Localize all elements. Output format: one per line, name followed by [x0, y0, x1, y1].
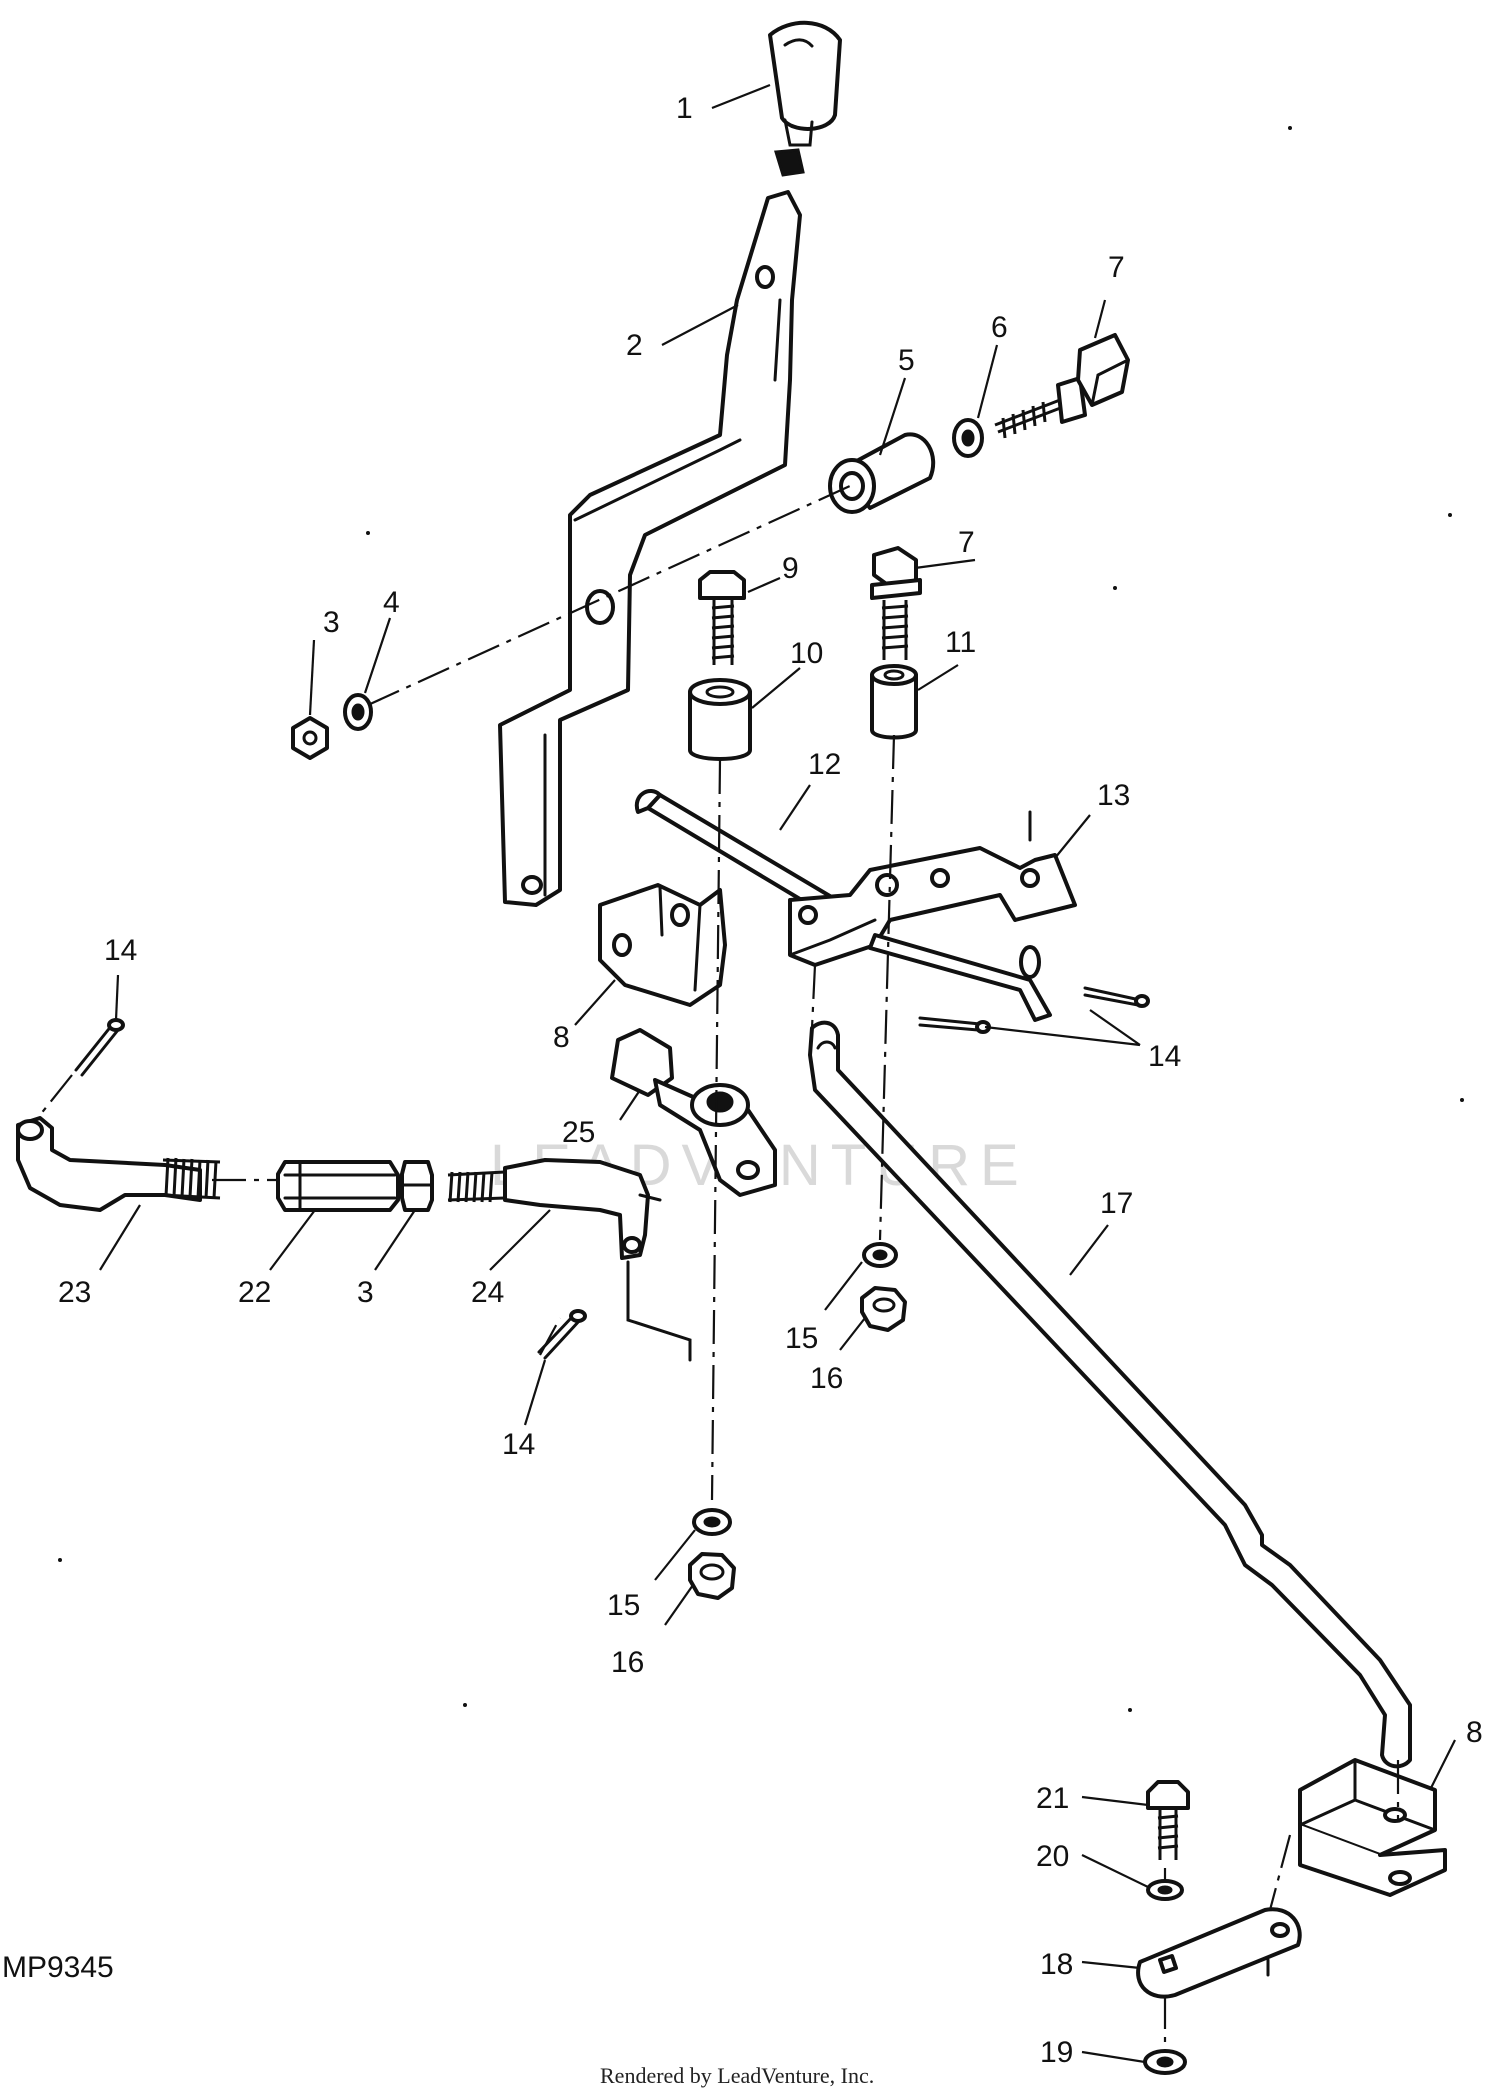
callout-9: 9 — [782, 552, 799, 585]
part-24-rod-end — [447, 1158, 692, 1362]
callout-6: 6 — [991, 311, 1008, 344]
callout-14-right: 14 — [1148, 1040, 1181, 1073]
callout-8-bottom: 8 — [1466, 1716, 1483, 1749]
callout-14-bottom: 14 — [502, 1428, 535, 1461]
callout-25: 25 — [562, 1116, 595, 1149]
part-11-spacer — [870, 664, 918, 740]
callout-15-center: 15 — [607, 1589, 640, 1622]
callout-1: 1 — [676, 92, 693, 125]
footer-credit: Rendered by LeadVenture, Inc. — [600, 2063, 874, 2088]
callout-labels: 1 2 3 4 5 6 7 7 9 10 11 12 13 8 14 14 14… — [58, 92, 1483, 2069]
part-13-bracket — [788, 810, 1077, 1022]
callout-2: 2 — [626, 329, 643, 362]
part-1-knob — [768, 20, 842, 177]
part-4-washer — [343, 693, 373, 731]
callout-5: 5 — [898, 344, 915, 377]
part-15-washer-right — [862, 1242, 898, 1268]
callout-12: 12 — [808, 748, 841, 781]
part-14-cotter-pin-left — [74, 1018, 125, 1077]
callout-19: 19 — [1040, 2036, 1073, 2069]
part-9-bolt — [698, 570, 746, 665]
part-23-rod-end — [16, 1116, 221, 1212]
part-16-nut-right — [860, 1286, 907, 1332]
part-20-washer — [1146, 1879, 1184, 1901]
callout-18: 18 — [1040, 1948, 1073, 1981]
part-14-cotter-pin-bottom — [537, 1309, 587, 1360]
callout-11: 11 — [945, 626, 976, 659]
scan-specks — [58, 126, 1464, 1712]
diagram-reference-code: MP9345 — [2, 1951, 114, 1984]
part-16-nut-center — [688, 1552, 736, 1600]
part-2-shift-lever — [498, 190, 802, 907]
part-6-washer — [952, 418, 984, 458]
part-8-yoke — [598, 883, 727, 1007]
part-7-bolt-vertical — [870, 546, 922, 660]
callout-21: 21 — [1036, 1782, 1069, 1815]
part-21-bolt — [1146, 1780, 1190, 1860]
callout-16-right: 16 — [810, 1362, 843, 1395]
callout-7-lower: 7 — [958, 526, 975, 559]
part-3-nut — [291, 716, 329, 760]
callout-23: 23 — [58, 1276, 91, 1309]
part-3-jam-nut — [400, 1160, 434, 1212]
callout-7: 7 — [1108, 251, 1125, 284]
part-10-spacer — [688, 678, 752, 761]
part-14-cotter-pin-top — [1083, 986, 1150, 1008]
callout-17: 17 — [1100, 1187, 1133, 1220]
callout-4: 4 — [383, 586, 400, 619]
part-7-bolt — [994, 333, 1130, 439]
leader-lines — [99, 83, 1456, 2064]
callout-16-center: 16 — [611, 1646, 644, 1679]
callout-15-right: 15 — [785, 1322, 818, 1355]
callout-22: 22 — [238, 1276, 271, 1309]
part-22-coupler — [276, 1160, 400, 1212]
callout-20: 20 — [1036, 1840, 1069, 1873]
callout-14-left: 14 — [104, 934, 137, 967]
callout-3: 3 — [323, 606, 340, 639]
part-18-link — [1136, 1907, 1302, 1999]
callout-8: 8 — [553, 1021, 570, 1054]
part-15-washer-center — [692, 1508, 732, 1536]
part-25-arm — [610, 1028, 777, 1197]
part-19-washer — [1143, 2049, 1187, 2075]
callout-24: 24 — [471, 1276, 504, 1309]
callout-10: 10 — [790, 637, 823, 670]
part-14-cotter-pin-mid — [918, 1016, 991, 1034]
part-5-bushing — [828, 432, 936, 514]
part-8-yoke-bottom — [1298, 1758, 1447, 1897]
callout-13: 13 — [1097, 779, 1130, 812]
assembly-centerlines — [39, 484, 1400, 2045]
callout-3-rod: 3 — [357, 1276, 374, 1309]
part-17-rod — [808, 1020, 1412, 1769]
